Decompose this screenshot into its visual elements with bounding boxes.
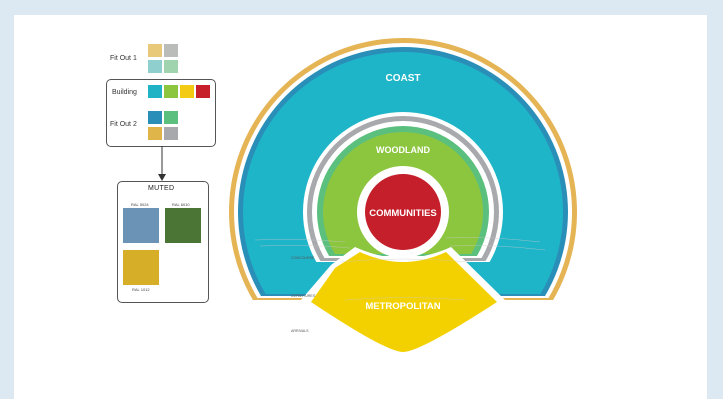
- swatch: [148, 44, 162, 57]
- muted-swatch-code: RAL 5024: [131, 202, 149, 207]
- muted-swatch-code: RAL 6010: [172, 202, 190, 207]
- swatch: [164, 127, 178, 140]
- sketch-lines: [254, 237, 546, 301]
- muted-swatch-ral-6010: [165, 208, 201, 243]
- swatch: [164, 60, 178, 73]
- muted-swatch-ral-5024: [123, 208, 159, 243]
- metropolitan-zone: [311, 252, 497, 352]
- metropolitan-label: METROPOLITAN: [365, 301, 440, 312]
- muted-swatch-ral-1012: [123, 250, 159, 285]
- departures-label: DEPARTURES: [291, 294, 316, 298]
- communities-label: COMMUNITIES: [369, 208, 437, 219]
- muted-title: MUTED: [148, 185, 175, 192]
- communities-zone: [365, 174, 441, 250]
- legend-fit-out-2-label: Fit Out 2: [110, 121, 137, 128]
- swatch: [164, 111, 178, 124]
- legend-building-label: Building: [112, 89, 137, 96]
- legend-fit-out-1-label: Fit Out 1: [110, 55, 137, 62]
- arrivals-label: ARRIVALS: [291, 329, 309, 333]
- swatch: [148, 111, 162, 124]
- swatch: [164, 85, 178, 98]
- swatch: [180, 85, 194, 98]
- muted-swatch-code: RAL 1012: [132, 287, 150, 292]
- swatch: [148, 85, 162, 98]
- coast-label: COAST: [386, 73, 421, 84]
- swatch: [164, 44, 178, 57]
- down-arrow-icon: [158, 146, 166, 181]
- swatch: [196, 85, 210, 98]
- swatch: [148, 127, 162, 140]
- swatch: [148, 60, 162, 73]
- woodland-label: WOODLAND: [376, 145, 430, 155]
- concourse-label: CONCOURSE: [291, 256, 315, 260]
